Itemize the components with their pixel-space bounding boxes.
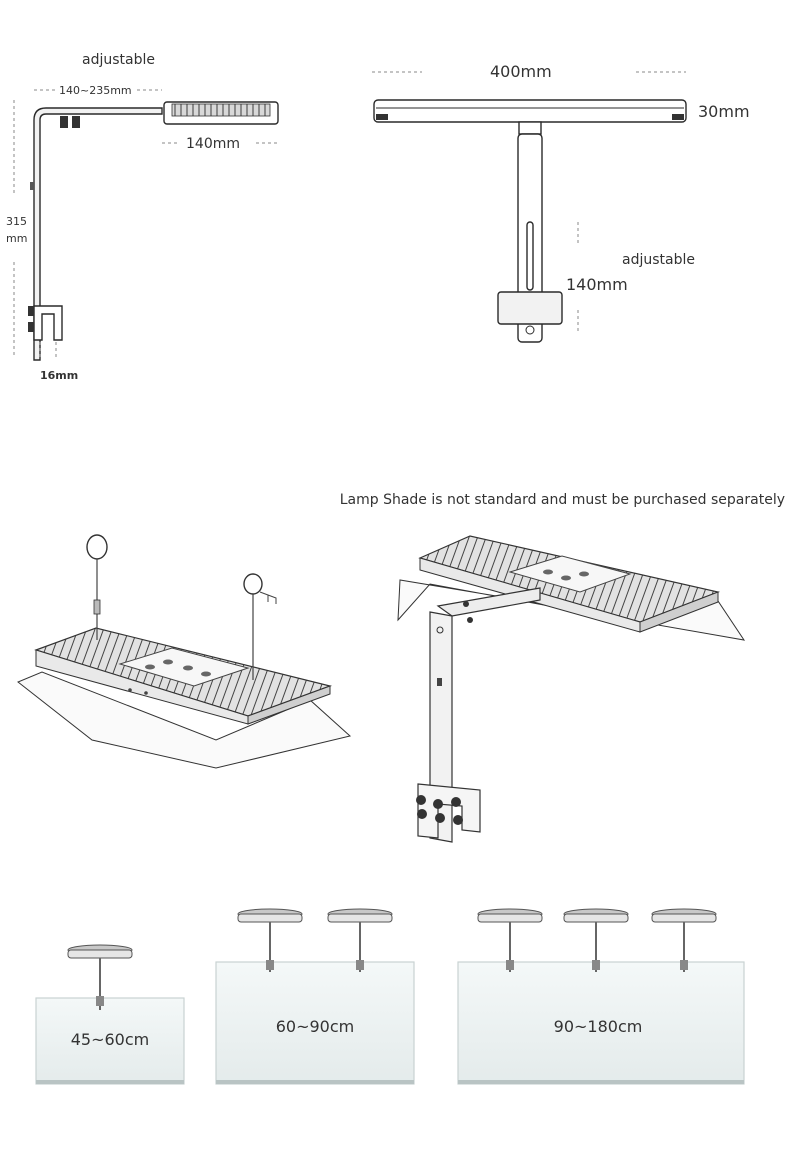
front-lamp-bar <box>373 99 687 123</box>
tank-large: 90~180cm <box>457 908 745 1085</box>
tank-large-base <box>458 1080 744 1084</box>
arm-range-label: 140~235mm <box>59 84 132 97</box>
bracket-clamp <box>417 783 481 839</box>
tank-large-lamp-2-body <box>563 913 629 923</box>
bracket-arm-knob-1 <box>463 601 469 607</box>
tank-small-label: 45~60cm <box>71 1030 150 1049</box>
bracket-arm-knob-2 <box>467 617 473 623</box>
bracket-post-screw <box>437 678 442 686</box>
side-clamp <box>33 305 63 341</box>
tank-medium: 60~90cm <box>215 908 415 1085</box>
tank-large-label: 90~180cm <box>554 1017 643 1036</box>
tank-large-glass <box>457 961 745 1085</box>
tank-large-clamp-1 <box>506 960 514 970</box>
tank-small-glass <box>35 997 185 1085</box>
tank-large-clamp-3 <box>680 960 688 970</box>
tank-small-clamp <box>96 996 104 1006</box>
bracket-post-hole <box>436 626 444 634</box>
panel-button-2 <box>163 659 173 665</box>
tank-medium-lamp-1-body <box>237 913 303 923</box>
bracket-control-panel <box>508 555 632 593</box>
clamp-knob-6 <box>453 815 463 825</box>
side-bracket-arm <box>33 107 163 361</box>
front-stem-hole <box>525 325 535 335</box>
front-clamp-block <box>497 291 563 325</box>
front-lamp-end-left <box>376 114 388 120</box>
panel-button-4 <box>201 671 211 677</box>
bracket-vertical-post <box>429 611 453 843</box>
tank-large-clamp-2 <box>592 960 600 970</box>
tank-large-lamp-3-body <box>651 913 717 923</box>
bracket-horizontal-arm <box>436 587 541 617</box>
bracket-lamp-side <box>639 591 719 633</box>
height-value: 315 <box>6 215 27 228</box>
hanger-loop-right <box>243 573 263 595</box>
front-adjustable-label: adjustable <box>622 252 695 268</box>
hanger-grip-left <box>93 599 101 615</box>
tank-small-lamp-1-body <box>67 949 133 959</box>
front-mount <box>518 121 542 135</box>
front-lamp-end-right <box>672 114 684 120</box>
side-knob-1 <box>60 116 68 128</box>
side-knob-2 <box>72 116 80 128</box>
height-unit: mm <box>6 232 27 245</box>
tank-medium-glass <box>215 961 415 1085</box>
side-view-diagram: adjustable 140~235mm 315 mm 140mm 16mm <box>6 52 279 382</box>
lamp-shade-note: Lamp Shade is not standard and must be p… <box>340 492 785 508</box>
status-led-2 <box>144 691 148 695</box>
tank-medium-lamp-2-body <box>327 913 393 923</box>
front-stem-slot <box>526 221 534 291</box>
clamp-knob-5 <box>417 809 427 819</box>
hanging-shade <box>17 671 352 769</box>
side-adjustable-label: adjustable <box>82 52 155 68</box>
lamp-depth-label: 140mm <box>186 136 240 152</box>
tank-small-base <box>36 1080 184 1084</box>
side-clamp-knob-1 <box>28 306 34 316</box>
clamp-knob-3 <box>451 797 461 807</box>
panel-button-3 <box>183 665 193 671</box>
bracket-lamp-illustration <box>397 535 746 843</box>
bracket-panel-button-1 <box>543 569 553 575</box>
side-screw <box>30 182 34 190</box>
bracket-panel-button-3 <box>579 571 589 577</box>
tank-small: 45~60cm <box>35 944 185 1085</box>
adjust-range-label: 140mm <box>566 275 628 294</box>
thickness-label: 30mm <box>698 102 750 121</box>
clamp-knob-1 <box>416 795 426 805</box>
hanger-hook-right <box>259 591 277 604</box>
tank-medium-clamp-1 <box>266 960 274 970</box>
clamp-knob-4 <box>435 813 445 823</box>
hanger-loop-left <box>86 534 108 560</box>
clamp-width-label: 16mm <box>40 369 78 382</box>
tank-medium-label: 60~90cm <box>276 1017 355 1036</box>
bracket-panel-button-2 <box>561 575 571 581</box>
hanging-lamp-side <box>247 685 331 725</box>
panel-button-1 <box>145 664 155 670</box>
side-lamp-fins <box>171 103 271 117</box>
clamp-knob-2 <box>433 799 443 809</box>
status-led-1 <box>128 688 132 692</box>
front-view-diagram: 400mm 30mm adjustable 140mm <box>372 62 750 343</box>
tank-large-lamp-1-body <box>477 913 543 923</box>
tank-medium-clamp-2 <box>356 960 364 970</box>
side-clamp-knob-2 <box>28 322 34 332</box>
width-label: 400mm <box>490 62 552 81</box>
hanging-lamp-illustration <box>17 534 352 769</box>
tank-medium-base <box>216 1080 414 1084</box>
